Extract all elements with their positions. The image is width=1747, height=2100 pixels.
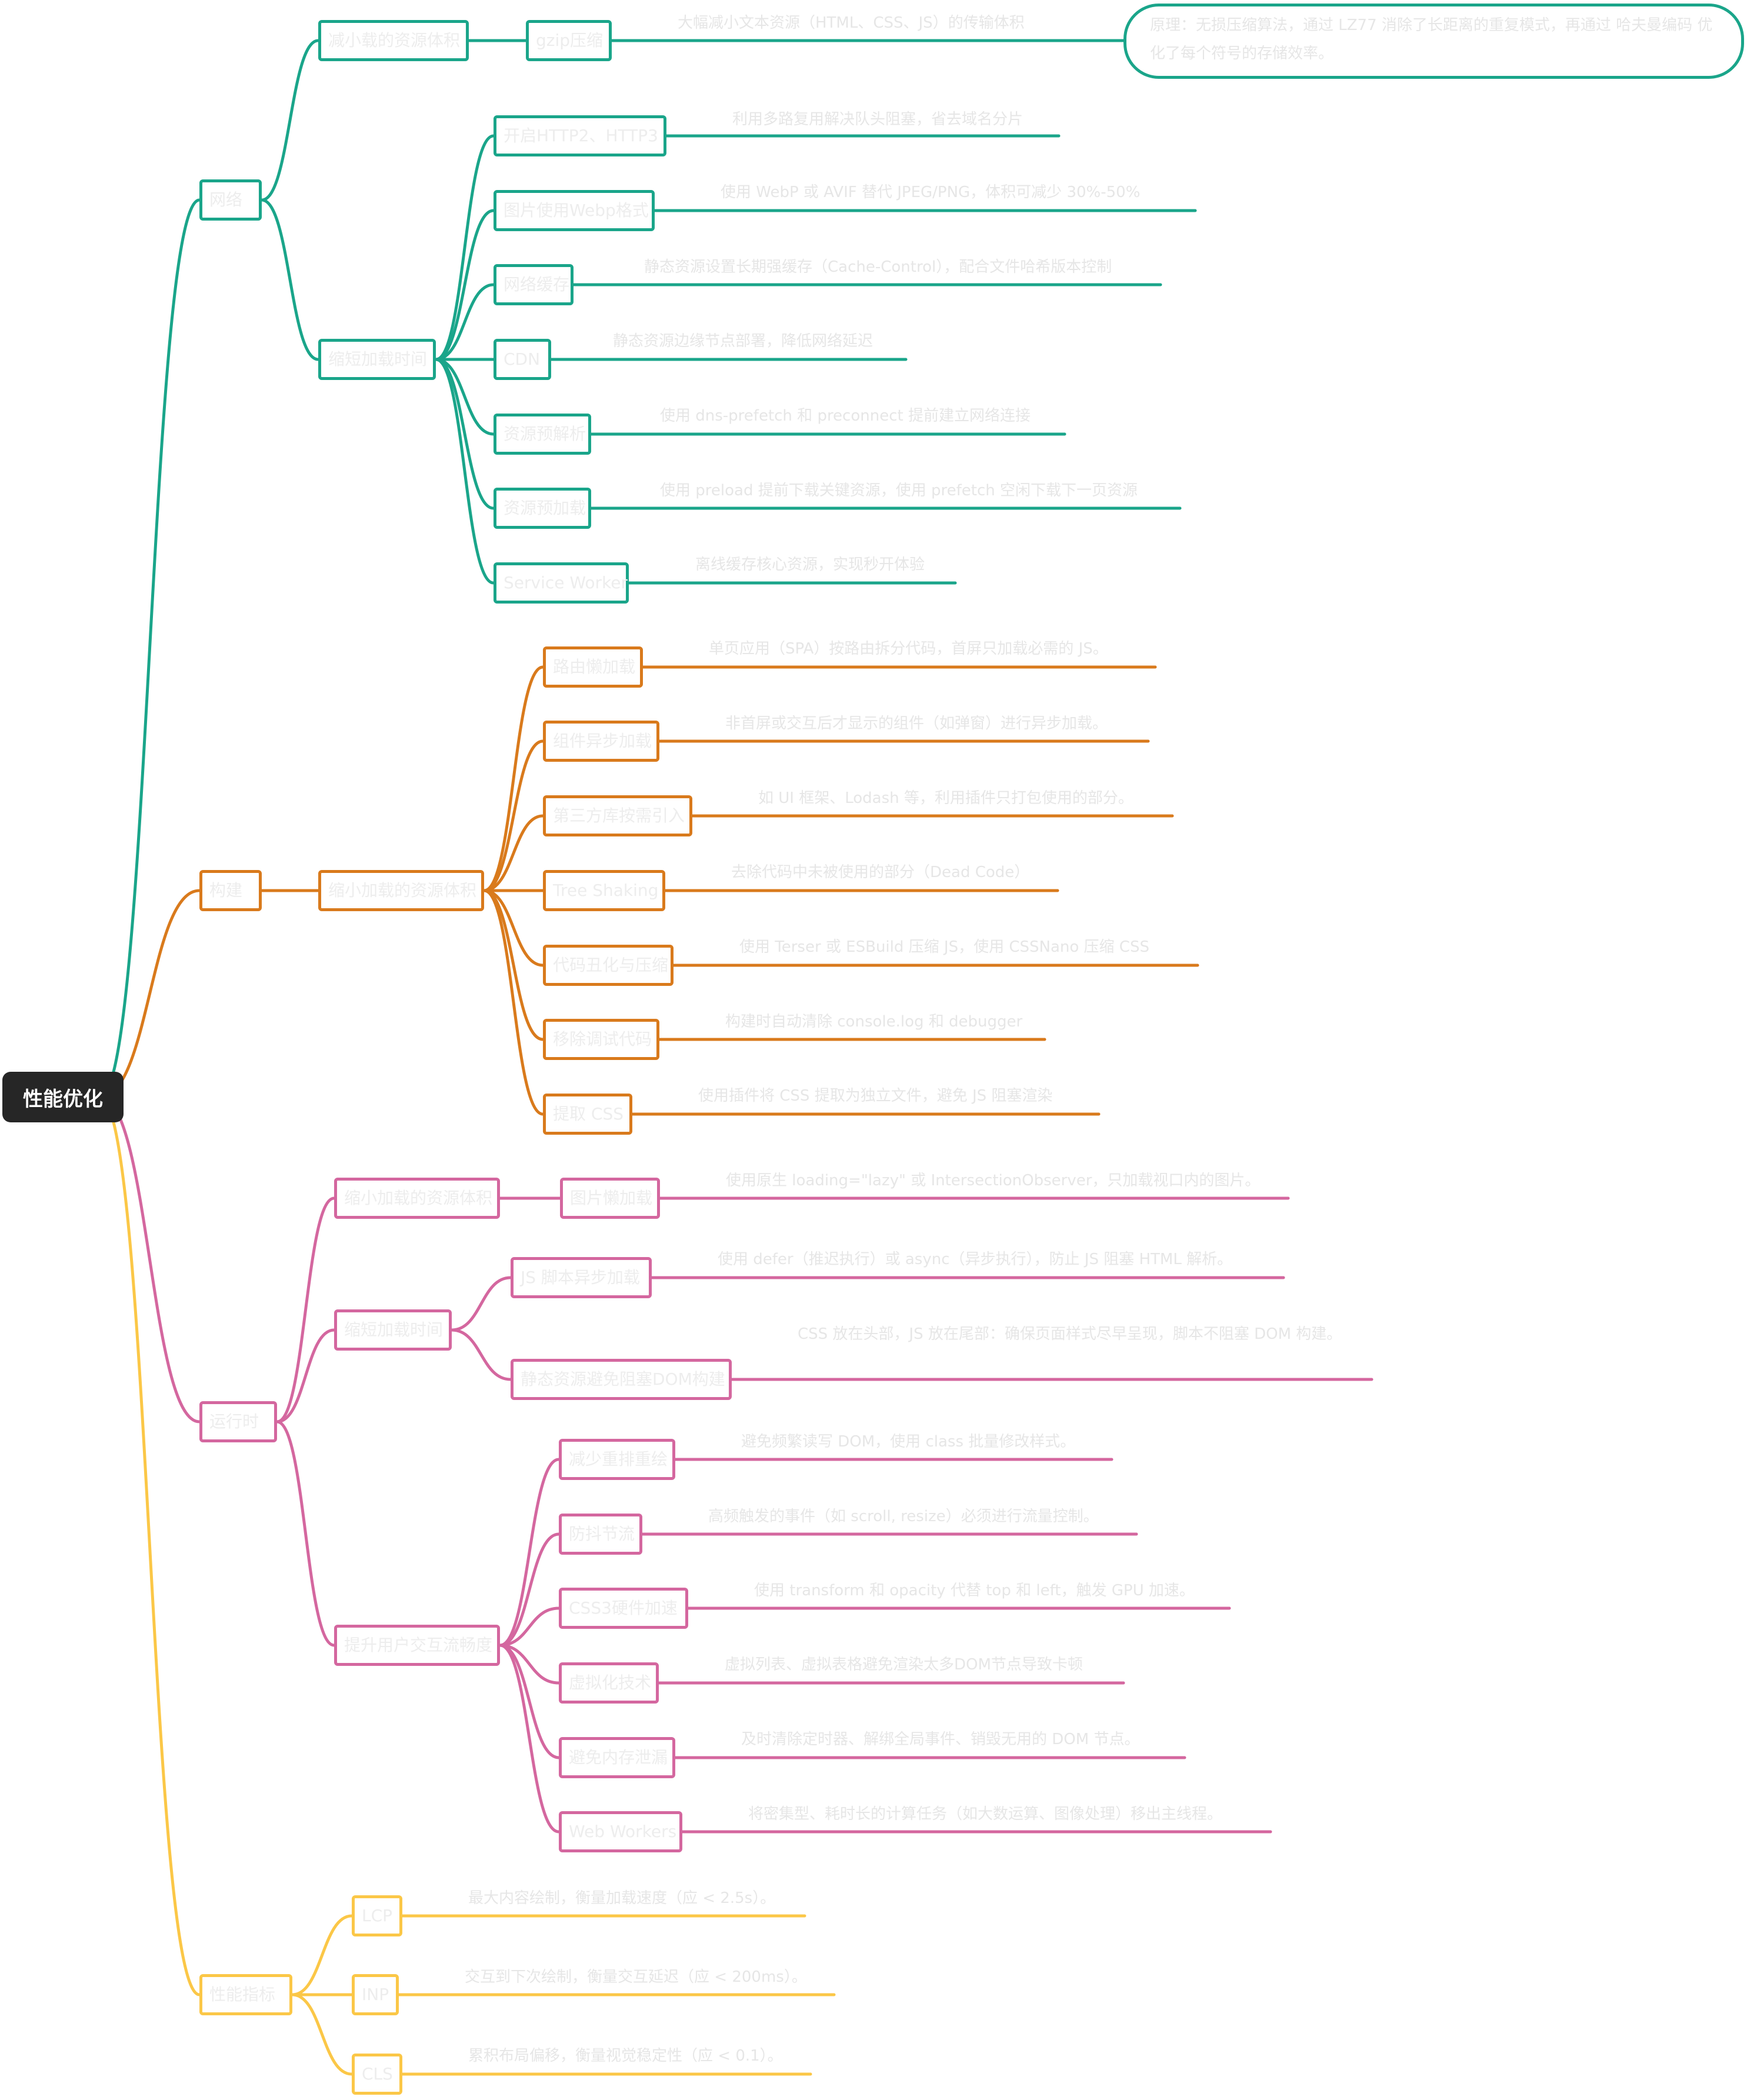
link-metric-2 — [292, 1993, 352, 2076]
desc-dns-prefetch: 使用 dns-prefetch 和 preconnect 提前建立网络连接 — [660, 407, 1031, 425]
node-async-component[interactable]: 组件异步加载 — [543, 721, 659, 762]
node-extract-css[interactable]: 提取 CSS — [543, 1094, 632, 1135]
desc-reflow: 避免频繁读写 DOM，使用 class 批量修改样式。 — [741, 1433, 1076, 1451]
desc-virtualization: 虚拟列表、虚拟表格避免渲染太多DOM节点导致卡顿 — [725, 1656, 1083, 1674]
desc-third-party: 如 UI 框架、Lodash 等，利用插件只打包使用的部分。 — [758, 789, 1133, 807]
group-runtime-reduce-size[interactable]: 缩小加载的资源体积 — [334, 1178, 500, 1219]
link-net-item-6 — [435, 358, 494, 585]
node-debounce[interactable]: 防抖节流 — [559, 1514, 642, 1555]
node-third-party[interactable]: 第三方库按需引入 — [543, 795, 692, 836]
desc-service-worker: 离线缓存核心资源，实现秒开体验 — [695, 556, 925, 574]
desc-webp: 使用 WebP 或 AVIF 替代 JPEG/PNG，体积可减少 30%-50% — [721, 184, 1141, 201]
node-cache[interactable]: 网络缓存 — [494, 264, 574, 305]
link-run-item-5 — [499, 1644, 559, 1834]
link-root-metrics — [99, 1095, 200, 1996]
node-service-worker[interactable]: Service Worker — [494, 562, 629, 604]
link-run-item-1 — [499, 1532, 559, 1647]
desc-cdn: 静态资源边缘节点部署，降低网络延迟 — [613, 332, 874, 350]
link-no-block-dom — [451, 1328, 511, 1381]
desc-preload: 使用 preload 提前下载关键资源，使用 prefetch 空闲下载下一页资… — [660, 482, 1138, 499]
desc-memory-leak: 及时清除定时器、解绑全局事件、销毁无用的 DOM 节点。 — [741, 1731, 1140, 1748]
desc-tree-shaking: 去除代码中未被使用的部分（Dead Code） — [731, 864, 1030, 881]
link-net-item-1 — [435, 209, 494, 361]
node-virtualization[interactable]: 虚拟化技术 — [559, 1662, 659, 1704]
node-remove-debug[interactable]: 移除调试代码 — [543, 1019, 659, 1060]
link-net-item-5 — [435, 358, 494, 510]
link-metric-0 — [292, 1914, 352, 1996]
node-memory-leak[interactable]: 避免内存泄漏 — [559, 1737, 675, 1778]
node-webp[interactable]: 图片使用Webp格式 — [494, 190, 655, 231]
desc-inp: 交互到下次绘制，衡量交互延迟（应 < 200ms）。 — [465, 1968, 807, 1986]
link-run-item-4 — [499, 1644, 559, 1759]
desc-extract-css: 使用插件将 CSS 提取为独立文件，避免 JS 阻塞渲染 — [698, 1087, 1053, 1105]
node-gpu[interactable]: CSS3硬件加速 — [559, 1588, 688, 1629]
link-build-item-1 — [484, 739, 544, 892]
node-minify[interactable]: 代码丑化与压缩 — [543, 945, 674, 986]
branch-build[interactable]: 构建 — [199, 870, 262, 911]
link-net-item-0 — [435, 134, 494, 361]
desc-remove-debug: 构建时自动清除 console.log 和 debugger — [725, 1013, 1023, 1031]
node-preload[interactable]: 资源预加载 — [494, 488, 591, 529]
group-runtime-shorten-load[interactable]: 缩短加载时间 — [334, 1309, 452, 1351]
node-js-async[interactable]: JS 脚本异步加载 — [511, 1257, 652, 1298]
node-cls[interactable]: CLS — [352, 2054, 402, 2095]
branch-network[interactable]: 网络 — [199, 179, 262, 221]
desc-debounce: 高频触发的事件（如 scroll, resize）必须进行流量控制。 — [708, 1508, 1099, 1525]
node-image-lazy[interactable]: 图片懒加载 — [560, 1178, 660, 1219]
group-build-reduce-size[interactable]: 缩小加载的资源体积 — [318, 870, 484, 911]
node-dns-prefetch[interactable]: 资源预解析 — [494, 414, 591, 455]
link-network-group-1 — [261, 198, 319, 361]
link-run-item-2 — [499, 1606, 559, 1647]
branch-metrics[interactable]: 性能指标 — [199, 1974, 292, 2015]
link-build-item-2 — [484, 814, 544, 892]
link-build-item-5 — [484, 889, 544, 1041]
desc-cls: 累积布局偏移，衡量视觉稳定性（应 < 0.1）。 — [468, 2047, 783, 2065]
node-reflow[interactable]: 减少重排重绘 — [559, 1439, 675, 1480]
group-network-shorten-load[interactable]: 缩短加载时间 — [318, 339, 436, 380]
desc-gzip: 大幅减小文本资源（HTML、CSS、JS）的传输体积 — [678, 14, 1025, 32]
link-run-item-0 — [499, 1458, 559, 1647]
link-root-network — [99, 198, 200, 1099]
desc-http2: 利用多路复用解决队头阻塞，省去域名分片 — [732, 111, 1023, 128]
link-runtime-group-2 — [276, 1420, 335, 1647]
link-root-runtime — [99, 1095, 200, 1424]
desc-cache: 静态资源设置长期强缓存（Cache-Control），配合文件哈希版本控制 — [644, 258, 1112, 276]
node-no-block-dom[interactable]: 静态资源避免阻塞DOM构建 — [511, 1359, 732, 1400]
note-gzip: 原理：无损压缩算法，通过 LZ77 消除了长距离的重复模式，再通过 哈夫曼编码 … — [1123, 4, 1744, 79]
link-runtime-group-0 — [276, 1196, 335, 1424]
branch-runtime[interactable]: 运行时 — [199, 1401, 277, 1442]
desc-web-workers: 将密集型、耗时长的计算任务（如大数运算、图像处理）移出主线程。 — [748, 1805, 1223, 1823]
link-build-item-6 — [484, 889, 544, 1116]
node-gzip[interactable]: gzip压缩 — [526, 20, 612, 61]
desc-minify: 使用 Terser 或 ESBuild 压缩 JS，使用 CSSNano 压缩 … — [739, 938, 1149, 956]
node-tree-shaking[interactable]: Tree Shaking — [543, 870, 665, 911]
desc-route-lazy: 单页应用（SPA）按路由拆分代码，首屏只加载必需的 JS。 — [709, 640, 1108, 658]
desc-no-block-dom: CSS 放在头部，JS 放在尾部：确保页面样式尽早呈现，脚本不阻塞 DOM 构建… — [798, 1325, 1342, 1343]
link-runtime-group-1 — [276, 1328, 335, 1424]
desc-image-lazy: 使用原生 loading="lazy" 或 IntersectionObserv… — [726, 1172, 1261, 1189]
group-runtime-interaction[interactable]: 提升用户交互流畅度 — [334, 1625, 500, 1666]
desc-lcp: 最大内容绘制，衡量加载速度（应 < 2.5s）。 — [468, 1889, 776, 1907]
link-js-async — [451, 1276, 511, 1332]
link-net-item-4 — [435, 358, 494, 436]
desc-js-async: 使用 defer（推迟执行）或 async（异步执行），防止 JS 阻塞 HTM… — [718, 1251, 1233, 1268]
link-net-item-2 — [435, 283, 494, 361]
group-network-reduce-size[interactable]: 减小载的资源体积 — [318, 20, 469, 61]
node-route-lazy[interactable]: 路由懒加载 — [543, 646, 643, 688]
node-inp[interactable]: INP — [352, 1974, 399, 2015]
node-cdn[interactable]: CDN — [494, 339, 551, 380]
node-web-workers[interactable]: Web Workers — [559, 1811, 682, 1852]
root-node[interactable]: 性能优化 — [2, 1072, 124, 1122]
link-build-item-4 — [484, 889, 544, 967]
link-network-group-0 — [261, 39, 319, 202]
desc-gpu: 使用 transform 和 opacity 代替 top 和 left，触发 … — [754, 1582, 1195, 1599]
link-build-item-0 — [484, 665, 544, 892]
desc-async-component: 非首屏或交互后才显示的组件（如弹窗）进行异步加载。 — [725, 715, 1108, 732]
node-lcp[interactable]: LCP — [352, 1895, 402, 1936]
link-run-item-3 — [499, 1644, 559, 1685]
node-http2[interactable]: 开启HTTP2、HTTP3 — [494, 115, 666, 156]
